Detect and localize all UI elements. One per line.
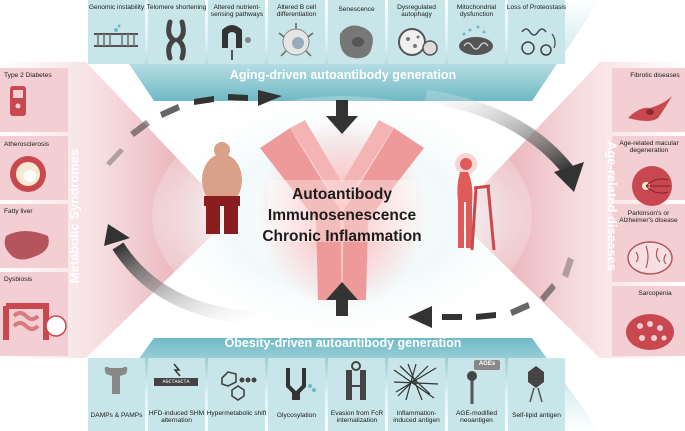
left-label-type2-diabetes: Type 2 Diabetes <box>4 72 52 79</box>
bottom-label-self-lipid: Self-lipid antigen <box>512 412 561 419</box>
text-backdrop <box>268 180 416 242</box>
age-antigen-icon <box>467 360 500 404</box>
bottom-label-age-neoantigen: AGE-modified neoantigen <box>455 410 498 425</box>
bottom-icon-boxes <box>88 358 565 431</box>
solid-arrow-head-top-right <box>554 162 584 192</box>
left-label-dysbiosis: Dysbiosis <box>4 276 33 283</box>
top-label-proteostasis: Loss of Proteostasis <box>506 4 567 11</box>
retina-icon <box>632 166 672 206</box>
right-vertical-title: Age-related diseases <box>604 140 620 272</box>
top-label-b-cell-differentiation: Altered B cell differentiation <box>276 4 317 19</box>
damp-icon <box>104 366 128 394</box>
muscle-icon <box>626 314 674 350</box>
brain-icon <box>627 241 673 275</box>
artery-plaque-icon <box>10 156 46 192</box>
down-arrow <box>326 100 358 134</box>
fibroblast-icon <box>628 96 672 121</box>
top-label-nutrient-sensing: Altered nutrient-sensing pathways <box>210 4 264 19</box>
glycosylation-icon <box>286 368 316 400</box>
dashed-arrow-bottom-right <box>408 257 574 328</box>
left-vertical-title: Metabolic Syndromes <box>66 148 82 284</box>
age-tag: AGEs <box>478 361 496 367</box>
top-label-senescence: Senescence <box>338 6 375 13</box>
obese-person-icon <box>202 142 242 234</box>
intestine-icon <box>3 303 67 340</box>
chromosome-icon <box>166 19 186 61</box>
mitochondria-icon <box>459 25 493 55</box>
protein-icon <box>521 28 556 56</box>
fiber-network-icon <box>393 363 439 401</box>
antibody-icon <box>260 120 424 300</box>
bottom-label-fcr-evasion: Evasion from FcR internalization <box>330 410 384 425</box>
liver-icon <box>4 231 49 260</box>
center-line-immunosenescence: Immunosenescence <box>267 207 417 224</box>
elderly-person-icon <box>455 153 496 251</box>
top-label-autophagy: Dysregulated autophagy <box>397 4 436 19</box>
left-label-fatty-liver: Fatty liver <box>4 208 33 215</box>
autophagy-icon <box>398 28 438 56</box>
right-label-neurodegenerative: Parkinson's or Alzheimer's disease <box>619 210 678 225</box>
dashed-arrow-top-left <box>106 90 282 166</box>
metabolite-icon <box>221 371 257 401</box>
bottom-banner-title: Obesity-driven autoantibody generation <box>224 336 462 350</box>
center-text-block: Autoantibody Immunosenescence Chronic In… <box>232 184 452 247</box>
top-label-mitochondrial-dysfunction: Mitochondrial dysfunction <box>456 4 497 19</box>
shm-icon <box>154 363 198 386</box>
left-label-atherosclerosis: Atherosclerosis <box>4 141 50 148</box>
bottom-label-hypermetabolic: Hypermetabolic shift <box>206 410 267 417</box>
right-label-sarcopenia: Sarcopenia <box>638 290 672 297</box>
center-line-chronic-inflammation: Chronic Inflammation <box>262 228 422 245</box>
right-label-amd: Age-related macular degeneration <box>619 140 679 155</box>
bottom-label-glycosylation: Glycosylation <box>276 412 317 419</box>
glucose-meter-icon <box>10 86 26 116</box>
receptor-icon <box>222 25 251 60</box>
top-banner-title: Aging-driven autoantibody generation <box>229 68 457 82</box>
bottom-label-damps-pamps: DAMPs & PAMPs <box>90 412 143 419</box>
shm-sequence-tag: AGCTAGCTA <box>162 379 190 385</box>
solid-arrow-bottom-left <box>112 242 257 325</box>
solid-arrow-head-bottom-left <box>104 224 130 246</box>
up-arrow <box>326 282 358 316</box>
b-cell-icon <box>278 23 314 57</box>
solid-arrow-top-right <box>425 89 574 175</box>
top-label-genomic-instability: Genomic instability <box>88 4 145 11</box>
lipid-antigen-icon <box>528 366 544 403</box>
senescent-cell-icon <box>339 25 373 59</box>
dna-icon <box>94 24 138 47</box>
top-label-telomere-shortening: Telomere shortening <box>146 4 207 11</box>
center-line-autoantibody: Autoantibody <box>292 186 392 203</box>
fcr-icon <box>346 361 366 400</box>
bottom-label-shm: HFD-induced SHM alternation <box>148 410 205 425</box>
bottom-label-inflammation-antigen: Inflammation-induced antigen <box>393 410 440 425</box>
right-label-fibrotic: Fibrotic diseases <box>630 72 680 79</box>
